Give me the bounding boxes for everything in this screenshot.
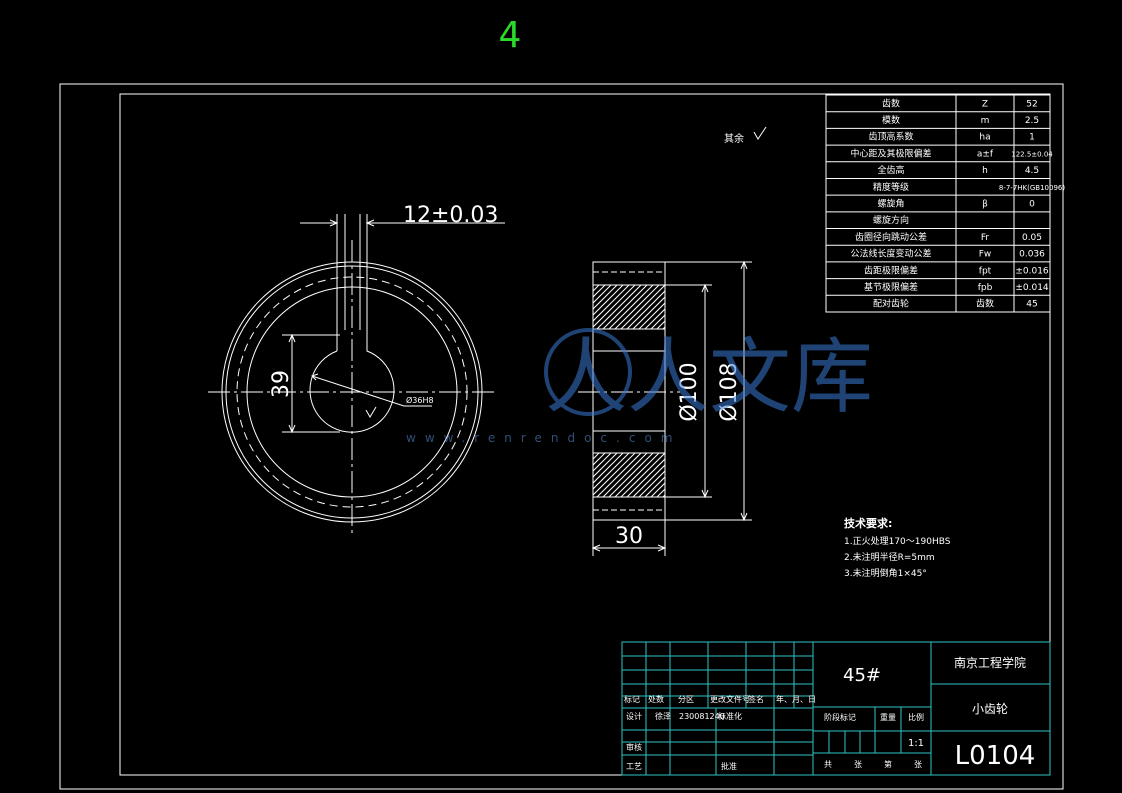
param-value-8: 0.05 [1022,233,1042,243]
param-name-10: 齿距极限偏差 [864,264,918,276]
watermark: 人人文库 www.renrendoc.com [406,328,873,445]
param-symbol-3: a±f [977,149,994,159]
student-id: 230081240 [679,712,725,721]
process-label: 工艺 [626,762,642,771]
param-symbol-1: m [981,116,990,126]
hub-height-dim: 39 [269,370,294,398]
param-value-6: 0 [1029,200,1035,210]
param-value-11: ±0.014 [1015,283,1049,293]
row-label-date: 年、月、日 [776,694,816,704]
param-value-5: 8-7-7HK(GB10096) [999,184,1065,192]
param-value-12: 45 [1026,300,1037,310]
param-name-9: 公法线长度变动公差 [850,248,931,260]
outer-frame [59,83,1064,790]
tech-requirement-1: 1.正火处理170～190HBS [844,535,951,547]
tech-requirement-2: 2.未注明半径R=5mm [844,551,935,563]
weight-label: 重量 [880,712,896,722]
root-diameter-dim: Ø100 [677,362,702,421]
part-name: 小齿轮 [972,702,1008,716]
tip-diameter-dim: Ø108 [717,362,742,421]
sheet-label-1: 共 [824,760,832,769]
param-name-3: 中心距及其极限偏差 [850,147,931,159]
row-label-count: 处数 [648,694,664,704]
param-symbol-2: ha [979,133,990,143]
param-name-11: 基节极限偏差 [864,281,918,293]
review-label: 审核 [626,742,642,752]
param-name-2: 齿顶高系数 [868,131,913,143]
sheet-label-3: 第 [884,759,892,769]
param-name-4: 全齿高 [877,164,904,176]
bore-dim: Ø36H8 [406,395,434,405]
param-value-9: 0.036 [1019,250,1045,260]
param-name-8: 齿圈径向跳动公差 [855,231,927,243]
material-label: 45# [843,665,881,686]
param-symbol-12: 齿数 [976,298,994,310]
param-symbol-10: fpt [979,266,992,276]
row-label-mark: 标记 [624,694,640,704]
param-name-12: 配对齿轮 [873,298,909,310]
title-block [621,641,1051,776]
param-name-6: 螺旋角 [877,198,904,210]
param-symbol-6: β [982,200,988,210]
school-name: 南京工程学院 [954,655,1026,670]
row-label-sign: 签名 [748,694,764,704]
gear-section-view [578,260,752,556]
sheet-label-2: 张 [854,760,862,769]
design-label: 设计 [626,711,642,721]
watermark-url: www.renrendoc.com [406,431,681,445]
param-symbol-8: Fr [981,233,990,243]
gear-front-view [208,214,505,535]
param-name-1: 模数 [882,114,900,126]
scale-value: 1:1 [908,738,924,749]
stage-label: 阶段标记 [824,712,856,722]
designer-name: 徐泽 [655,711,671,721]
param-value-4: 4.5 [1025,166,1039,176]
param-symbol-0: Z [982,99,988,109]
row-label-doc: 更改文件号 [710,694,750,704]
param-value-1: 2.5 [1025,116,1039,126]
param-symbol-9: Fw [979,250,992,260]
tech-requirements-title: 技术要求: [844,516,892,530]
gear-parameter-table: 齿数 Z 52 模数 m 2.5 齿顶高系数 ha 1 中心距及其极限偏差 a±f 122.5±0.0… [825,94,1065,313]
param-name-7: 螺旋方向 [873,214,909,226]
param-name-0: 齿数 [882,97,900,109]
approve-label: 批准 [721,761,737,771]
standardize-label: 标准化 [718,711,742,721]
param-value-3: 122.5±0.04 [1011,150,1053,158]
ratio-label: 比例 [908,712,924,722]
roughness-note: 其余 [724,132,744,145]
inner-frame [119,93,1051,776]
param-value-10: ±0.016 [1015,266,1049,276]
tech-requirement-3: 3.未注明倒角1×45° [844,567,927,579]
param-symbol-11: fpb [978,283,993,293]
param-value-2: 1 [1029,133,1035,143]
param-symbol-4: h [982,166,988,176]
watermark-brand: 人人文库 [545,330,873,425]
param-value-0: 52 [1026,99,1037,109]
sheet-number: 4 [499,15,522,56]
param-name-5: 精度等级 [873,181,909,193]
drawing-number: L0104 [955,741,1036,771]
row-label-zone: 分区 [678,695,694,704]
roughness-symbol [753,126,767,140]
sheet-label-4: 张 [914,760,922,769]
face-width-dim: 30 [615,524,643,549]
keyway-width-dim: 12±0.03 [403,203,498,228]
